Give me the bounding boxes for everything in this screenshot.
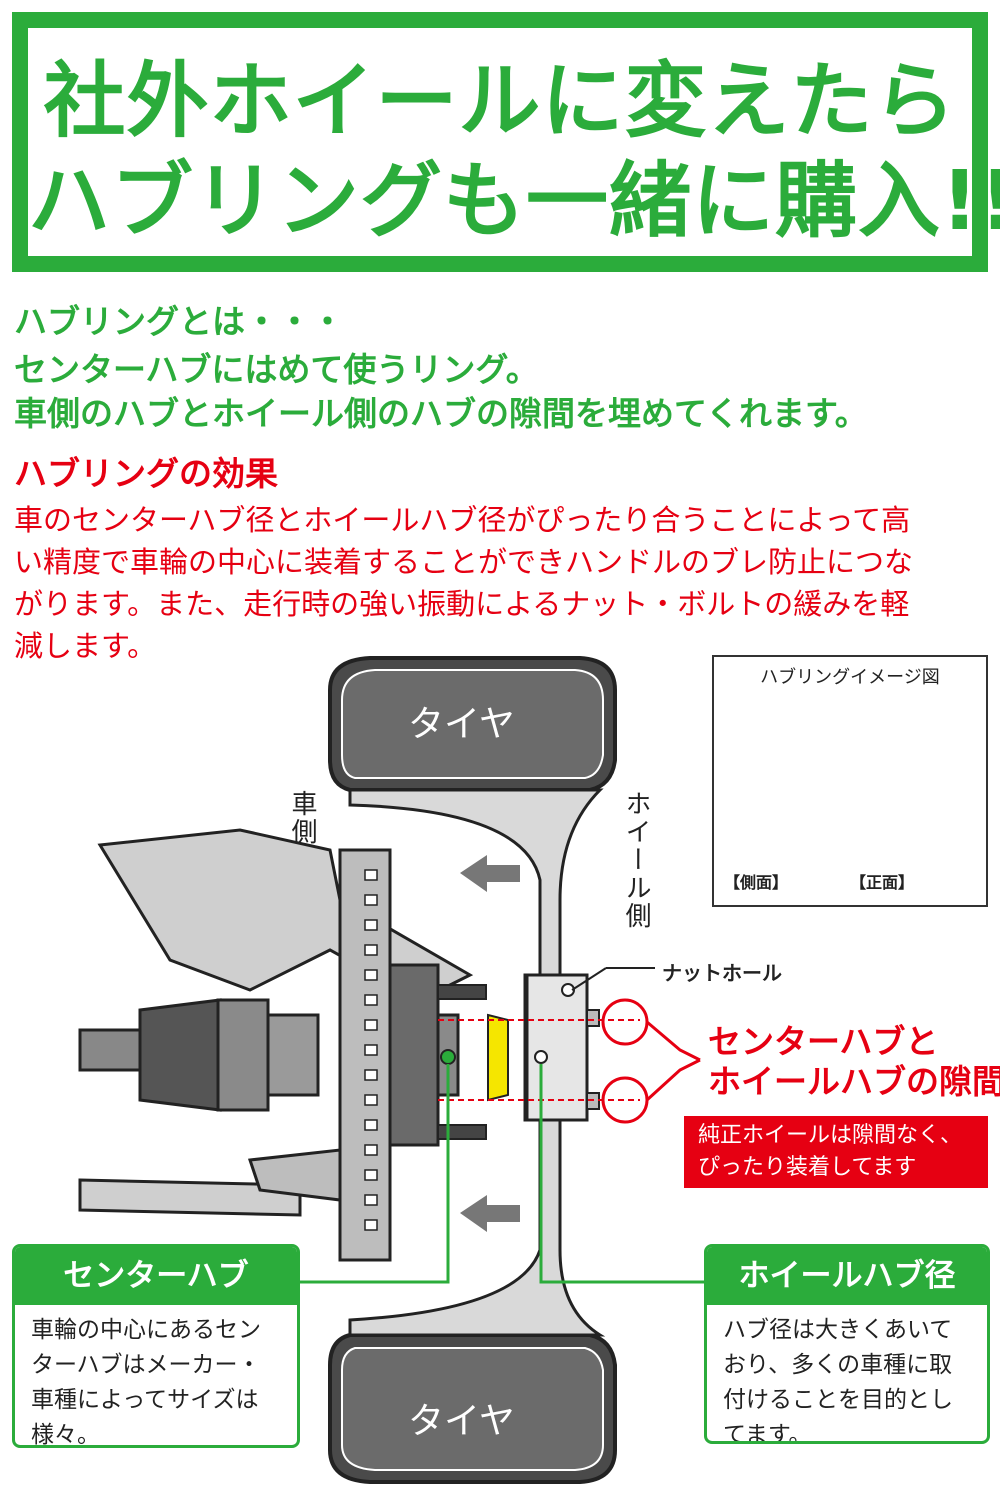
center-hub-card-line-2: ターハブはメーカー・ [31, 1352, 261, 1378]
cv-boot [138, 998, 222, 1112]
genuine-note-line-2: ぴったり装着してます [698, 1155, 917, 1180]
wheel-hub-card: ホイールハブ径 ハブ径は大きくあいて おり、多くの車種に取 付けることを目的とし… [704, 1244, 990, 1444]
wheel-hub-block [525, 973, 589, 1122]
gap-marker-top [601, 998, 649, 1046]
tire-top-label: タイヤ [408, 704, 515, 745]
center-hub-card-body: 車輪の中心にあるセン ターハブはメーカー・ 車種によってサイズは 様々。 [31, 1313, 261, 1448]
suspension-lower [78, 1178, 302, 1217]
brake-vents [364, 869, 378, 1231]
center-hub-card-line-1: 車輪の中心にあるセン [31, 1317, 261, 1343]
effect-text-4: 減します。 [14, 629, 157, 663]
tire-bottom-label: タイヤ [408, 1401, 515, 1442]
effect-text-2: い精度で車輪の中心に装着することができハンドルのブレ防止につな [14, 545, 914, 579]
headline-banner: 社外ホイールに変えたら ハブリングも一緒に購入!! [12, 12, 1000, 272]
wheel-hub-card-line-3: 付けることを目的とし [723, 1387, 953, 1413]
intro-text-1: センターハブにはめて使うリング。 [14, 350, 539, 389]
center-hub-card-line-4: 様々。 [31, 1422, 100, 1448]
headline-line-2: ハブリングも一緒に購入!! [28, 154, 1000, 249]
knuckle [216, 998, 270, 1112]
wheel-hub-card-line-4: てます。 [723, 1422, 812, 1444]
effect-title: ハブリングの効果 [14, 454, 278, 493]
hub-bolt-top [437, 984, 487, 1000]
genuine-note-line-1: 純正ホイールは隙間なく、 [698, 1123, 963, 1148]
effect-text-3: がります。また、走行時の強い振動によるナット・ボルトの緩みを軽 [14, 587, 910, 621]
hub-ring-image-box: ハブリングイメージ図 【側面】 【正面】 [712, 655, 988, 907]
hub-body [388, 963, 440, 1147]
wheel-rim-shape [348, 788, 606, 1337]
wheel-side-label: ホイール側 [621, 790, 651, 930]
side-view-label: 【側面】 [724, 873, 789, 892]
gap-title-2: ホイールハブの隙間 [708, 1062, 1000, 1101]
headline-line-1: 社外ホイールに変えたら [43, 54, 957, 149]
arrow-left-bottom-icon [460, 1195, 520, 1232]
wheel-hub-card-title: ホイールハブ径 [707, 1247, 987, 1305]
car-side-label: 車側 [287, 790, 317, 846]
center-hub-card-line-3: 車種によってサイズは [31, 1387, 259, 1413]
center-hub-card: センターハブ 車輪の中心にあるセン ターハブはメーカー・ 車種によってサイズは … [12, 1244, 300, 1448]
effect-text-1: 車のセンターハブ径とホイールハブ径がぴったり合うことによって高 [14, 503, 911, 537]
wheel-hub-card-line-1: ハブ径は大きくあいて [723, 1317, 953, 1343]
gap-title-1: センターハブと [708, 1022, 939, 1061]
image-box-title: ハブリングイメージ図 [760, 667, 940, 688]
intro-heading: ハブリングとは・・・ [14, 302, 344, 341]
headline-panel: 社外ホイールに変えたら ハブリングも一緒に購入!! [28, 28, 1000, 256]
front-view-label: 【正面】 [850, 873, 915, 892]
wheel-hub-card-line-2: おり、多くの車種に取 [723, 1352, 953, 1378]
wheel-hub-card-body: ハブ径は大きくあいて おり、多くの車種に取 付けることを目的とし てます。 [723, 1313, 953, 1444]
hub-bolt-bottom [437, 1124, 487, 1140]
nut-hole-label: ナットホール [662, 961, 782, 985]
hub-ring-side [487, 1013, 509, 1102]
genuine-note: 純正ホイールは隙間なく、 ぴったり装着してます [684, 1116, 988, 1188]
intro-text-2: 車側のハブとホイール側のハブの隙間を埋めてくれます。 [14, 394, 868, 433]
center-hub-card-title: センターハブ [15, 1247, 297, 1305]
arrow-left-top-icon [460, 855, 520, 892]
